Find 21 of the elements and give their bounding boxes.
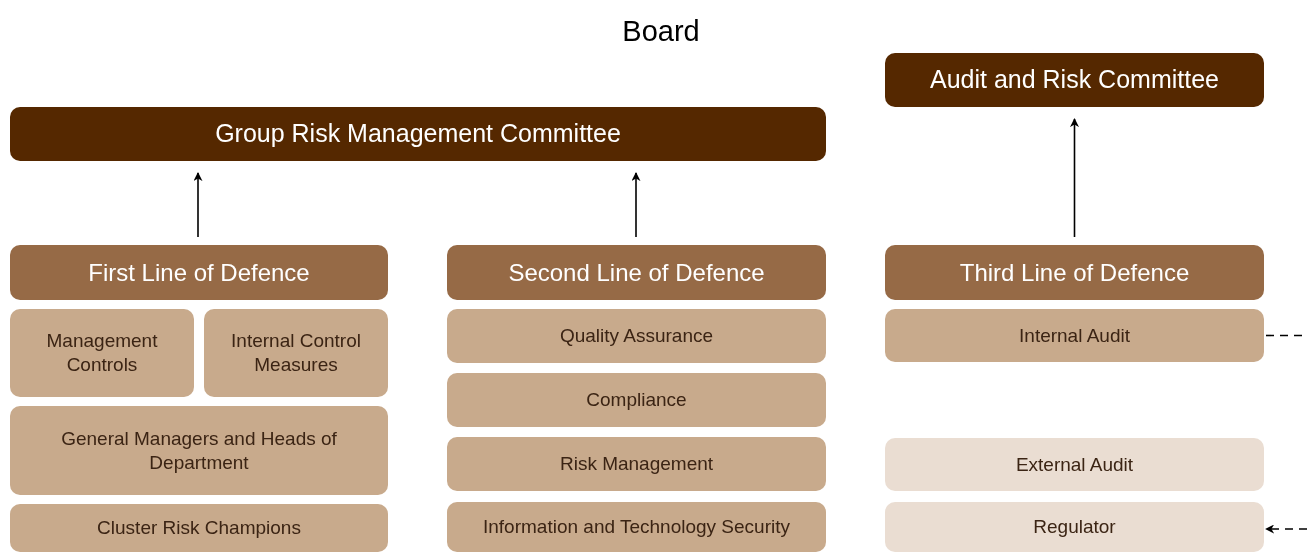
process-box: General Managers and Heads of Department [10, 406, 388, 495]
process-box: Quality Assurance [447, 309, 826, 363]
process-box: External Audit [885, 438, 1264, 491]
process-box: Internal Audit [885, 309, 1264, 362]
process-box: Risk Management [447, 437, 826, 491]
process-box: Regulator [885, 502, 1264, 552]
committee-box: Group Risk Management Committee [10, 107, 826, 161]
header-box: Third Line of Defence [885, 245, 1264, 300]
arrow [631, 172, 641, 238]
header-box: First Line of Defence [10, 245, 388, 300]
arrow [1265, 524, 1307, 534]
process-box: Cluster Risk Champions [10, 504, 388, 552]
process-box: Information and Technology Security [447, 502, 826, 552]
arrow [1070, 118, 1079, 238]
process-box: Compliance [447, 373, 826, 427]
process-box: Management Controls [10, 309, 194, 397]
committee-box: Audit and Risk Committee [885, 53, 1264, 107]
process-box: Internal Control Measures [204, 309, 388, 397]
title: Board [621, 14, 701, 49]
header-box: Second Line of Defence [447, 245, 826, 300]
arrow [193, 172, 203, 238]
